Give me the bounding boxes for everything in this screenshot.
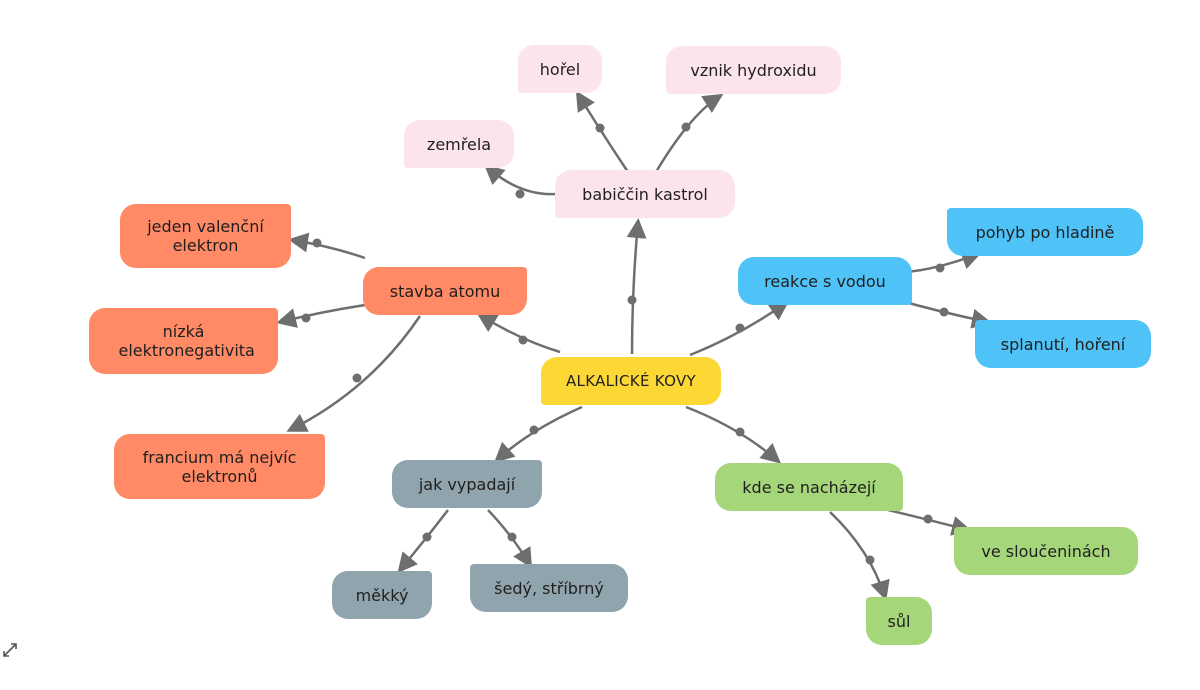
connector-dot — [595, 123, 605, 133]
connector-line — [286, 315, 422, 432]
expand-arrows-icon[interactable] — [0, 640, 20, 660]
connector-line — [483, 164, 557, 196]
branch-label: reakce s vodou — [764, 271, 886, 291]
leaf-label: ve sloučeninách — [981, 541, 1111, 561]
central-topic-label: ALKALICKÉ KOVY — [566, 371, 696, 390]
branch-node-reakce-s-vodou[interactable]: reakce s vodou — [738, 257, 912, 305]
leaf-node-pohyb-po-hladine[interactable]: pohyb po hladině — [947, 208, 1143, 256]
branch-label: jak vypadají — [418, 474, 516, 494]
connector-dot — [923, 514, 933, 524]
branch-node-stavba-atomu[interactable]: stavba atomu — [363, 267, 527, 315]
connector-dot — [352, 373, 362, 383]
branch-label: babiččin kastrol — [582, 184, 708, 204]
connector-dot — [735, 427, 745, 437]
leaf-node-mekky[interactable]: měkký — [332, 571, 432, 619]
connector-line — [276, 303, 366, 328]
branch-label: kde se nacházejí — [742, 477, 876, 497]
leaf-label: zemřela — [426, 134, 492, 154]
leaf-node-horel[interactable]: hořel — [518, 45, 602, 93]
connector-dot — [422, 532, 432, 542]
leaf-label: vznik hydroxidu — [690, 60, 817, 80]
leaf-label: pohyb po hladině — [975, 222, 1115, 242]
leaf-node-splanuti-horeni[interactable]: splanutí, hoření — [975, 320, 1151, 368]
connector-line — [685, 405, 782, 464]
leaf-node-sedy-stribrny[interactable]: šedý, stříbrný — [470, 564, 628, 612]
connector-line — [288, 232, 366, 260]
leaf-label: francium má nejvíc elektronů — [142, 447, 297, 486]
connector-line — [494, 405, 583, 463]
connector-line — [626, 218, 647, 355]
leaf-node-sul[interactable]: sůl — [866, 597, 932, 645]
leaf-node-nizka-elektronegativita[interactable]: nízká elektronegativita — [89, 308, 278, 374]
leaf-node-ve-sloucaninach[interactable]: ve sloučeninách — [954, 527, 1138, 575]
connector-dot — [865, 555, 875, 565]
branch-node-jak-vypadaji[interactable]: jak vypadají — [392, 460, 542, 508]
leaf-label: jeden valenční elektron — [147, 217, 264, 255]
leaf-node-jeden-valencni-elektron[interactable]: jeden valenční elektron — [120, 204, 291, 268]
connector-line — [829, 511, 890, 601]
connector-line — [575, 90, 630, 173]
branch-node-kde-se-nachazeji[interactable]: kde se nacházejí — [715, 463, 903, 511]
connector-line — [654, 93, 724, 173]
connector-line — [476, 312, 561, 354]
leaf-label: sůl — [887, 611, 911, 631]
connector-dot — [301, 313, 311, 323]
leaf-label: nízká elektronegativita — [118, 322, 255, 360]
leaf-label: šedý, stříbrný — [494, 578, 604, 598]
connector-dot — [529, 425, 539, 435]
leaf-label: hořel — [539, 59, 581, 79]
connector-dot — [681, 122, 691, 132]
connector-dot — [507, 532, 517, 542]
leaf-node-vznik-hydroxidu[interactable]: vznik hydroxidu — [666, 46, 841, 94]
connector-dot — [735, 323, 745, 333]
connector-dot — [935, 263, 945, 273]
leaf-label: splanutí, hoření — [1000, 334, 1126, 354]
connector-dot — [518, 335, 528, 345]
leaf-node-francium[interactable]: francium má nejvíc elektronů — [114, 434, 325, 499]
connector-dot — [627, 295, 637, 305]
connector-dot — [939, 307, 949, 317]
leaf-label: měkký — [355, 585, 409, 605]
leaf-node-zemrela[interactable]: zemřela — [404, 120, 514, 168]
central-topic-node[interactable]: ALKALICKÉ KOVY — [541, 357, 721, 405]
branch-node-babicin-kastrol[interactable]: babiččin kastrol — [555, 170, 735, 218]
connector-dot — [515, 189, 525, 199]
connector-dot — [312, 238, 322, 248]
branch-label: stavba atomu — [389, 281, 501, 301]
